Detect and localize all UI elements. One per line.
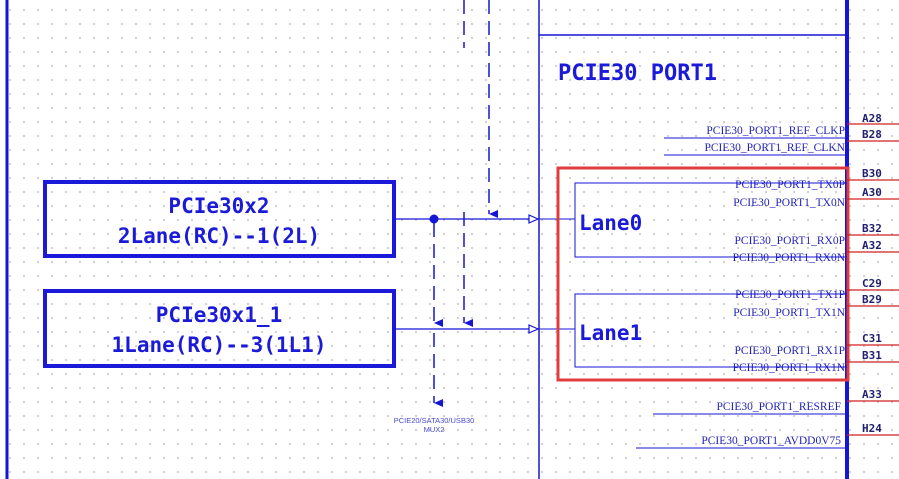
pin-b32: B32 <box>862 222 882 235</box>
port-arrow-lane1 <box>528 324 540 334</box>
signal-rx0n: PCIE30_PORT1_RX0N <box>733 252 846 264</box>
signal-resref: PCIE30_PORT1_RESREF <box>716 401 841 413</box>
signal-tx1n: PCIE30_PORT1_TX1N <box>733 307 845 319</box>
signal-rx0p: PCIE30_PORT1_RX0P <box>735 235 846 247</box>
block-pcie30x1-1-name: PCIe30x1_1 <box>156 303 282 327</box>
block-pcie30x2-name: PCIe30x2 <box>168 194 269 218</box>
pin-a32: A32 <box>862 239 882 252</box>
signal-rx1n: PCIE30_PORT1_RX1N <box>733 362 846 374</box>
lane1-bracket <box>574 293 666 368</box>
pin-b28: B28 <box>862 128 882 141</box>
signal-rx1p: PCIE30_PORT1_RX1P <box>735 345 846 357</box>
lane-highlight-box <box>556 166 850 382</box>
signal-tx0n: PCIE30_PORT1_TX0N <box>733 197 845 209</box>
lane1-label: Lane1 <box>579 321 642 345</box>
lane0-bracket <box>574 182 666 258</box>
pin-c31: C31 <box>862 332 882 345</box>
pin-b29: B29 <box>862 293 882 306</box>
mux-label-line2: MUX2 <box>424 425 445 434</box>
chip-title: PCIE30 PORT1 <box>558 61 717 86</box>
pin-b31: B31 <box>862 349 882 362</box>
block-pcie30x2-desc: 2Lane(RC)--1(2L) <box>118 224 320 248</box>
pin-c29: C29 <box>862 277 882 290</box>
pin-a28: A28 <box>862 112 882 125</box>
block-pcie30x1-1-desc: 1Lane(RC)--3(1L1) <box>112 333 327 357</box>
signal-tx1p: PCIE30_PORT1_TX1P <box>735 289 845 301</box>
lane0-label: Lane0 <box>579 211 642 235</box>
signal-tx0p: PCIE30_PORT1_TX0P <box>735 179 845 191</box>
junction-dot <box>429 214 439 224</box>
pin-h24: H24 <box>862 422 882 435</box>
signal-ref-clkn: PCIE30_PORT1_REF_CLKN <box>704 142 845 154</box>
mux-label-line1: PCIE20/SATA30/USB30 <box>394 416 475 425</box>
signal-avdd0v75: PCIE30_PORT1_AVDD0V75 <box>701 435 841 447</box>
pin-b30: B30 <box>862 167 882 180</box>
pin-a30: A30 <box>862 186 882 199</box>
signal-ref-clkp: PCIE30_PORT1_REF_CLKP <box>706 125 845 137</box>
port-arrow-lane0 <box>528 214 540 224</box>
pin-a33: A33 <box>862 388 882 401</box>
